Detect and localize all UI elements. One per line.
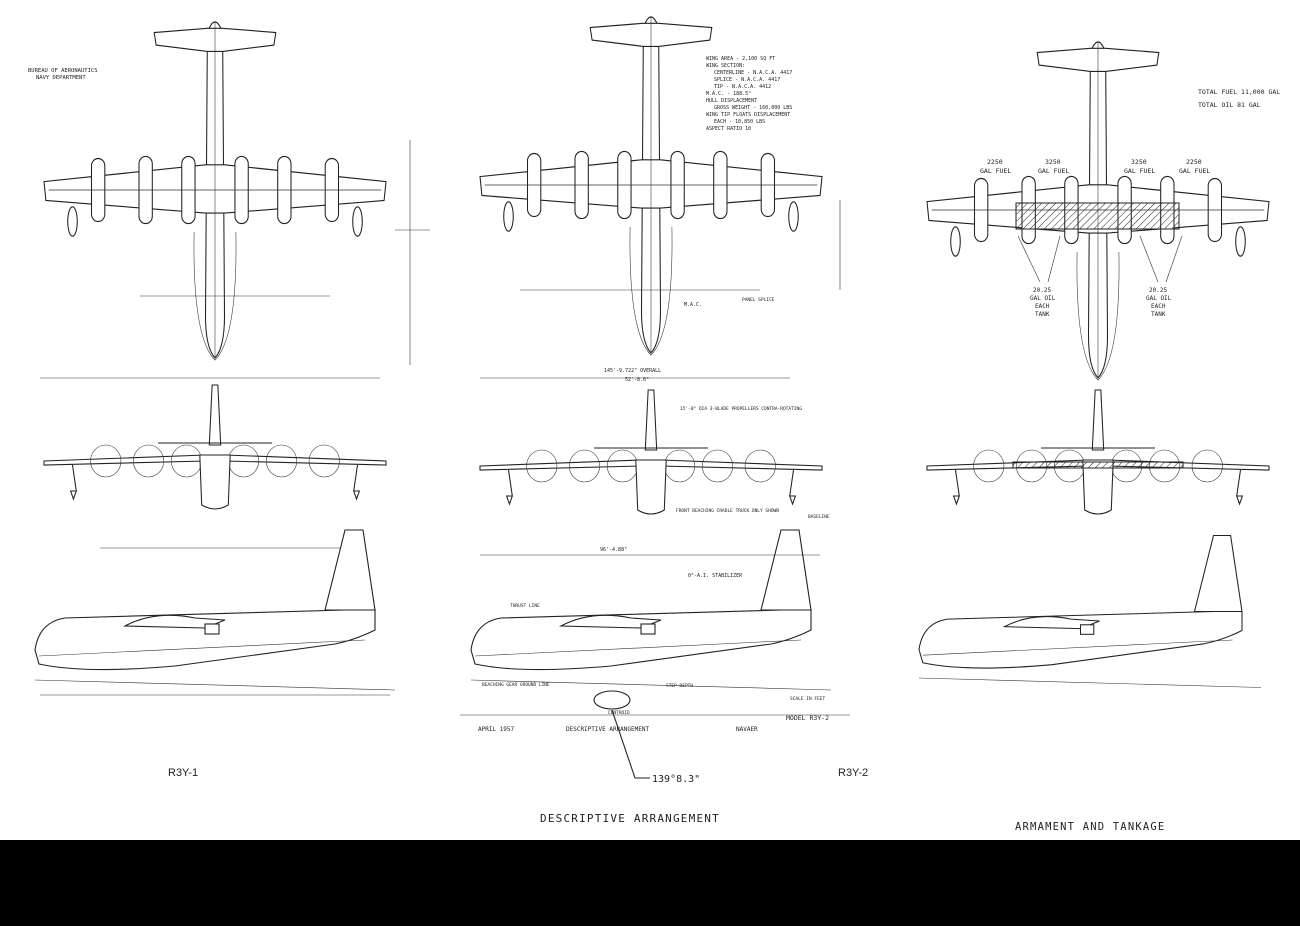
svg-text:M.A.C. - 188.5": M.A.C. - 188.5" <box>706 91 751 97</box>
oil-tank-right-label: 20.25 GAL OIL EACH TANK <box>1146 287 1172 318</box>
svg-text:EACH: EACH <box>1035 303 1050 310</box>
svg-text:20.25: 20.25 <box>1033 287 1051 294</box>
fuel-tank-3-label: GAL FUEL <box>1124 167 1155 175</box>
front-tank-hatch-icon <box>1012 461 1184 469</box>
dim-mac: M.A.C. <box>684 302 702 308</box>
tankage-side-view-icon <box>918 534 1262 689</box>
svg-text:CENTERLINE - N.A.C.A. 4417: CENTERLINE - N.A.C.A. 4417 <box>714 70 792 76</box>
svg-text:20.25: 20.25 <box>1149 287 1167 294</box>
navaer-label: NAVAER <box>736 726 758 733</box>
bottom-black-strip <box>0 840 1300 926</box>
fuel-tank-2-label: GAL FUEL <box>1038 167 1069 175</box>
total-fuel: TOTAL FUEL 11,000 GAL <box>1198 88 1280 96</box>
fuel-tank-1-label: GAL FUEL <box>980 167 1011 175</box>
r3y2-label: R3Y-2 <box>838 767 868 779</box>
dim-step-depth: STEP DEPTH <box>666 683 693 689</box>
dim-thrust-line: THRUST LINE <box>510 603 540 609</box>
callout-angle: 139°8.3" <box>652 774 700 785</box>
fuel-tank-2-qty: 3250 <box>1045 158 1061 166</box>
fuel-tank-1-qty: 2250 <box>987 158 1003 166</box>
dim-span: 145'-9.722" OVERALL <box>604 368 661 374</box>
descriptive-arrangement-title: DESCRIPTIVE ARRANGEMENT <box>540 812 720 825</box>
fuel-tank-hatch-icon <box>1015 202 1180 230</box>
svg-text:GAL OIL: GAL OIL <box>1030 295 1056 302</box>
dim-beaching-gear: BEACHING GEAR GROUND LINE <box>482 682 550 688</box>
dim-beaching-cradle: FRONT BEACHING CRADLE TRUCK ONLY SHOWN <box>676 508 779 514</box>
scale-label: SCALE IN FEET <box>790 696 826 702</box>
callout-leader <box>611 709 650 779</box>
r3y1-top-view-icon <box>43 21 430 365</box>
svg-text:TANK: TANK <box>1035 311 1050 318</box>
dim-panel-splice: PANEL SPLICE <box>742 297 775 303</box>
dim-prop: 15'-0" DIA 3-BLADE PROPELLERS CONTRA-ROT… <box>680 406 802 412</box>
drawing-title-small: DESCRIPTIVE ARRANGEMENT <box>566 726 649 733</box>
svg-text:ASPECT RATIO 10: ASPECT RATIO 10 <box>706 126 751 132</box>
svg-text:SPLICE - N.A.C.A. 4417: SPLICE - N.A.C.A. 4417 <box>714 77 780 83</box>
svg-text:EACH - 10,850 LBS: EACH - 10,850 LBS <box>714 119 765 125</box>
r3y2-top-view-icon <box>479 16 841 356</box>
svg-text:WING AREA - 2,100 SQ FT: WING AREA - 2,100 SQ FT <box>706 56 775 62</box>
armament-tankage-title: ARMAMENT AND TANKAGE <box>1015 821 1165 833</box>
bureau-line-2: NAVY DEPARTMENT <box>36 75 86 81</box>
svg-text:TANK: TANK <box>1151 311 1166 318</box>
total-oil: TOTAL OIL 81 GAL <box>1198 101 1261 109</box>
tankage-front-view-icon <box>926 389 1270 515</box>
drawing-date: APRIL 1957 <box>478 726 515 733</box>
svg-text:WING SECTION:: WING SECTION: <box>706 63 745 69</box>
r3y1-front-view-icon <box>40 377 387 510</box>
drawing-sheet: BUREAU OF AERONAUTICS NAVY DEPARTMENT R3… <box>28 16 1281 833</box>
oil-tank-left-label: 20.25 GAL OIL EACH TANK <box>1030 287 1056 318</box>
fuel-tank-4-label: GAL FUEL <box>1179 167 1210 175</box>
fuel-tank-3-qty: 3250 <box>1131 158 1147 166</box>
dim-centroid: CENTROID <box>608 710 630 716</box>
technical-drawing: BUREAU OF AERONAUTICS NAVY DEPARTMENT R3… <box>28 16 1280 833</box>
bureau-line-1: BUREAU OF AERONAUTICS <box>28 68 98 74</box>
svg-text:WING TIP FLOATS DISPLACEMENT: WING TIP FLOATS DISPLACEMENT <box>706 112 790 118</box>
r3y2-specs: WING AREA - 2,100 SQ FT WING SECTION: CE… <box>706 56 792 132</box>
callout-circle-icon <box>593 690 631 710</box>
svg-text:EACH: EACH <box>1151 303 1166 310</box>
svg-text:GROSS WEIGHT - 160,000 LBS: GROSS WEIGHT - 160,000 LBS <box>714 105 792 111</box>
model-label: MODEL R3Y-2 <box>786 714 829 722</box>
r3y2-side-view-icon <box>460 529 850 716</box>
svg-text:HULL DISPLACEMENT: HULL DISPLACEMENT <box>706 98 757 104</box>
svg-text:TIP - N.A.C.A. 4412: TIP - N.A.C.A. 4412 <box>714 84 771 90</box>
dim-span2: 52'-8.0" <box>625 377 649 383</box>
r3y1-label: R3Y-1 <box>168 767 198 779</box>
fuel-tank-4-qty: 2250 <box>1186 158 1202 166</box>
r3y1-side-view-icon <box>34 529 396 696</box>
dim-baseline: BASELINE <box>808 514 830 520</box>
dim-length: 96'-4.88" <box>600 547 627 553</box>
svg-text:GAL OIL: GAL OIL <box>1146 295 1172 302</box>
r3y2-front-view-icon <box>479 377 823 515</box>
dim-stabilizer: 0°-A.I. STABILIZER <box>688 573 743 579</box>
